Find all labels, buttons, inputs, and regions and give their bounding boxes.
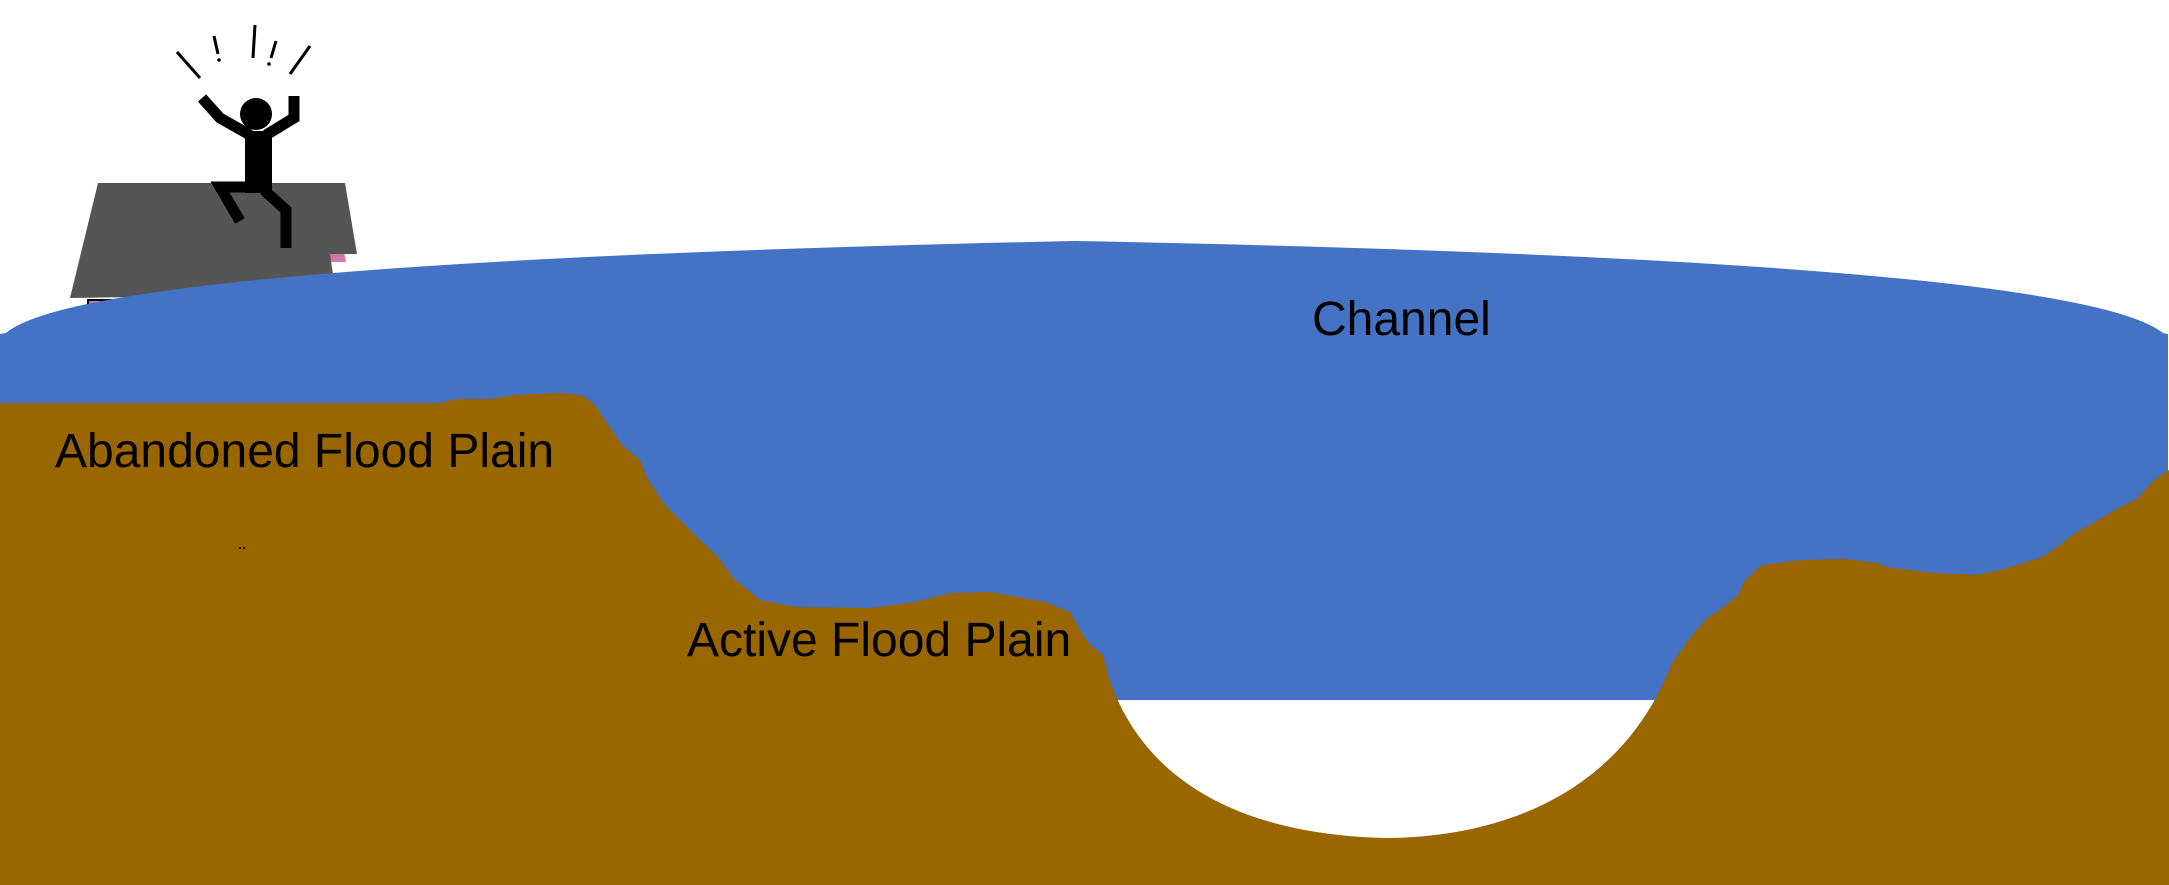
alarm-line-left [175, 51, 202, 79]
alarm-line-center [251, 24, 257, 59]
alarmed-person-icon [197, 94, 300, 248]
ground-speck [239, 547, 241, 549]
alarm-exclaim-2 [269, 40, 278, 59]
active-flood-plain-label: Active Flood Plain [687, 614, 1072, 667]
person-head [240, 98, 272, 130]
channel-label: Channel [1312, 293, 1491, 346]
person-left-arm [197, 94, 253, 140]
person-right-leg [260, 185, 292, 248]
person-right-arm [263, 96, 300, 140]
exclamation-marks-icon [175, 24, 312, 79]
alarm-line-right [288, 45, 312, 75]
ground [0, 393, 2169, 885]
alarm-exclaim-1 [212, 35, 220, 55]
abandoned-flood-plain-label: Abandoned Flood Plain [55, 425, 555, 478]
alarm-exclaim-1-dot [217, 58, 221, 62]
person-left-leg [210, 181, 250, 224]
ground-speck [243, 547, 245, 549]
alarm-exclaim-2-dot [267, 62, 271, 66]
